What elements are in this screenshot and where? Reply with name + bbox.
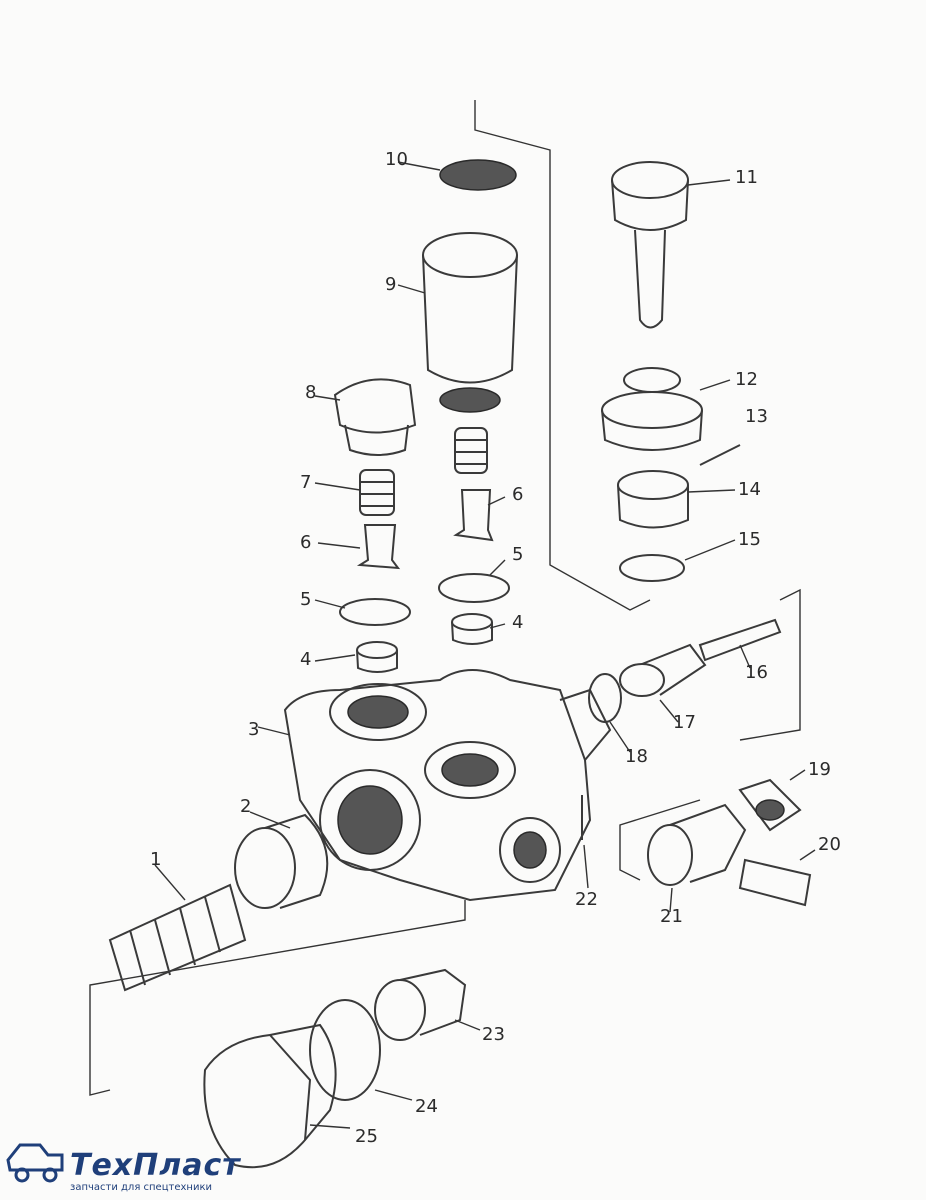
callout-15: 15 — [738, 529, 761, 550]
part-23-valve — [374, 968, 467, 1041]
part-7-spring — [359, 469, 395, 516]
callout-23: 23 — [482, 1024, 505, 1045]
bracket-upper — [474, 100, 651, 611]
callout-9: 9 — [385, 274, 396, 295]
part-13-pin — [699, 444, 741, 466]
part-4-seat-right — [451, 613, 493, 645]
callout-12: 12 — [735, 369, 758, 390]
bracket-lower-right — [619, 799, 701, 881]
callout-2: 2 — [240, 796, 251, 817]
brand-name: ТехПласт — [70, 1148, 241, 1183]
callout-19: 19 — [808, 759, 831, 780]
callout-21: 21 — [660, 906, 683, 927]
part-16-pin — [698, 618, 782, 662]
part-11-plunger — [611, 161, 689, 329]
callout-13: 13 — [745, 406, 768, 427]
bracket-lower-left — [89, 900, 466, 1096]
part-5-washer-right — [438, 573, 510, 603]
part-14-bushing — [617, 470, 689, 529]
callout-11: 11 — [735, 167, 758, 188]
leader-lines — [154, 161, 816, 1129]
callout-6: 6 — [512, 484, 523, 505]
part-7b-spring — [454, 427, 488, 474]
callout-20: 20 — [818, 834, 841, 855]
part-5-washer-left — [339, 598, 411, 626]
part-10-washer — [439, 159, 517, 191]
callout-24: 24 — [415, 1096, 438, 1117]
callout-1: 1 — [150, 849, 161, 870]
callout-5: 5 — [512, 544, 523, 565]
part-25-plug — [203, 1023, 337, 1169]
bracket-right — [739, 588, 801, 741]
part-3-pump-body — [283, 669, 612, 902]
part-21-sleeve — [647, 803, 747, 886]
callout-8: 8 — [305, 382, 316, 403]
brand-logo: ТехПласт запчасти для спецтехники — [0, 1120, 340, 1200]
callout-25: 25 — [355, 1126, 378, 1147]
part-15-oring — [619, 554, 685, 582]
brand-tagline: запчасти для спецтехники — [70, 1182, 212, 1193]
callout-6: 6 — [300, 532, 311, 553]
callout-4: 4 — [512, 612, 523, 633]
excavator-icon — [6, 1143, 64, 1183]
callout-4: 4 — [300, 649, 311, 670]
callout-labels: 1234455667891011121314151617181920212223… — [150, 149, 841, 1147]
part-2-sleeve — [234, 813, 329, 909]
part-6-valve-right — [453, 489, 494, 542]
callout-3: 3 — [248, 719, 259, 740]
callout-18: 18 — [625, 746, 648, 767]
callout-7: 7 — [300, 472, 311, 493]
part-20-pin — [738, 858, 812, 907]
part-19-bushing — [738, 778, 802, 832]
callout-16: 16 — [745, 662, 768, 683]
part-6-valve-left — [356, 524, 401, 570]
part-1-spring — [108, 883, 247, 992]
callout-5: 5 — [300, 589, 311, 610]
part-4-seat-left — [356, 641, 398, 673]
part-24-oring — [309, 999, 381, 1101]
callout-14: 14 — [738, 479, 761, 500]
part-8-plug — [333, 378, 417, 456]
part-9-cylinder — [422, 232, 518, 413]
part-18-oring — [588, 673, 622, 723]
part-12-cap — [601, 367, 703, 451]
callout-17: 17 — [673, 712, 696, 733]
callout-10: 10 — [385, 149, 408, 170]
part-17-valve — [619, 643, 707, 697]
callout-22: 22 — [575, 889, 598, 910]
